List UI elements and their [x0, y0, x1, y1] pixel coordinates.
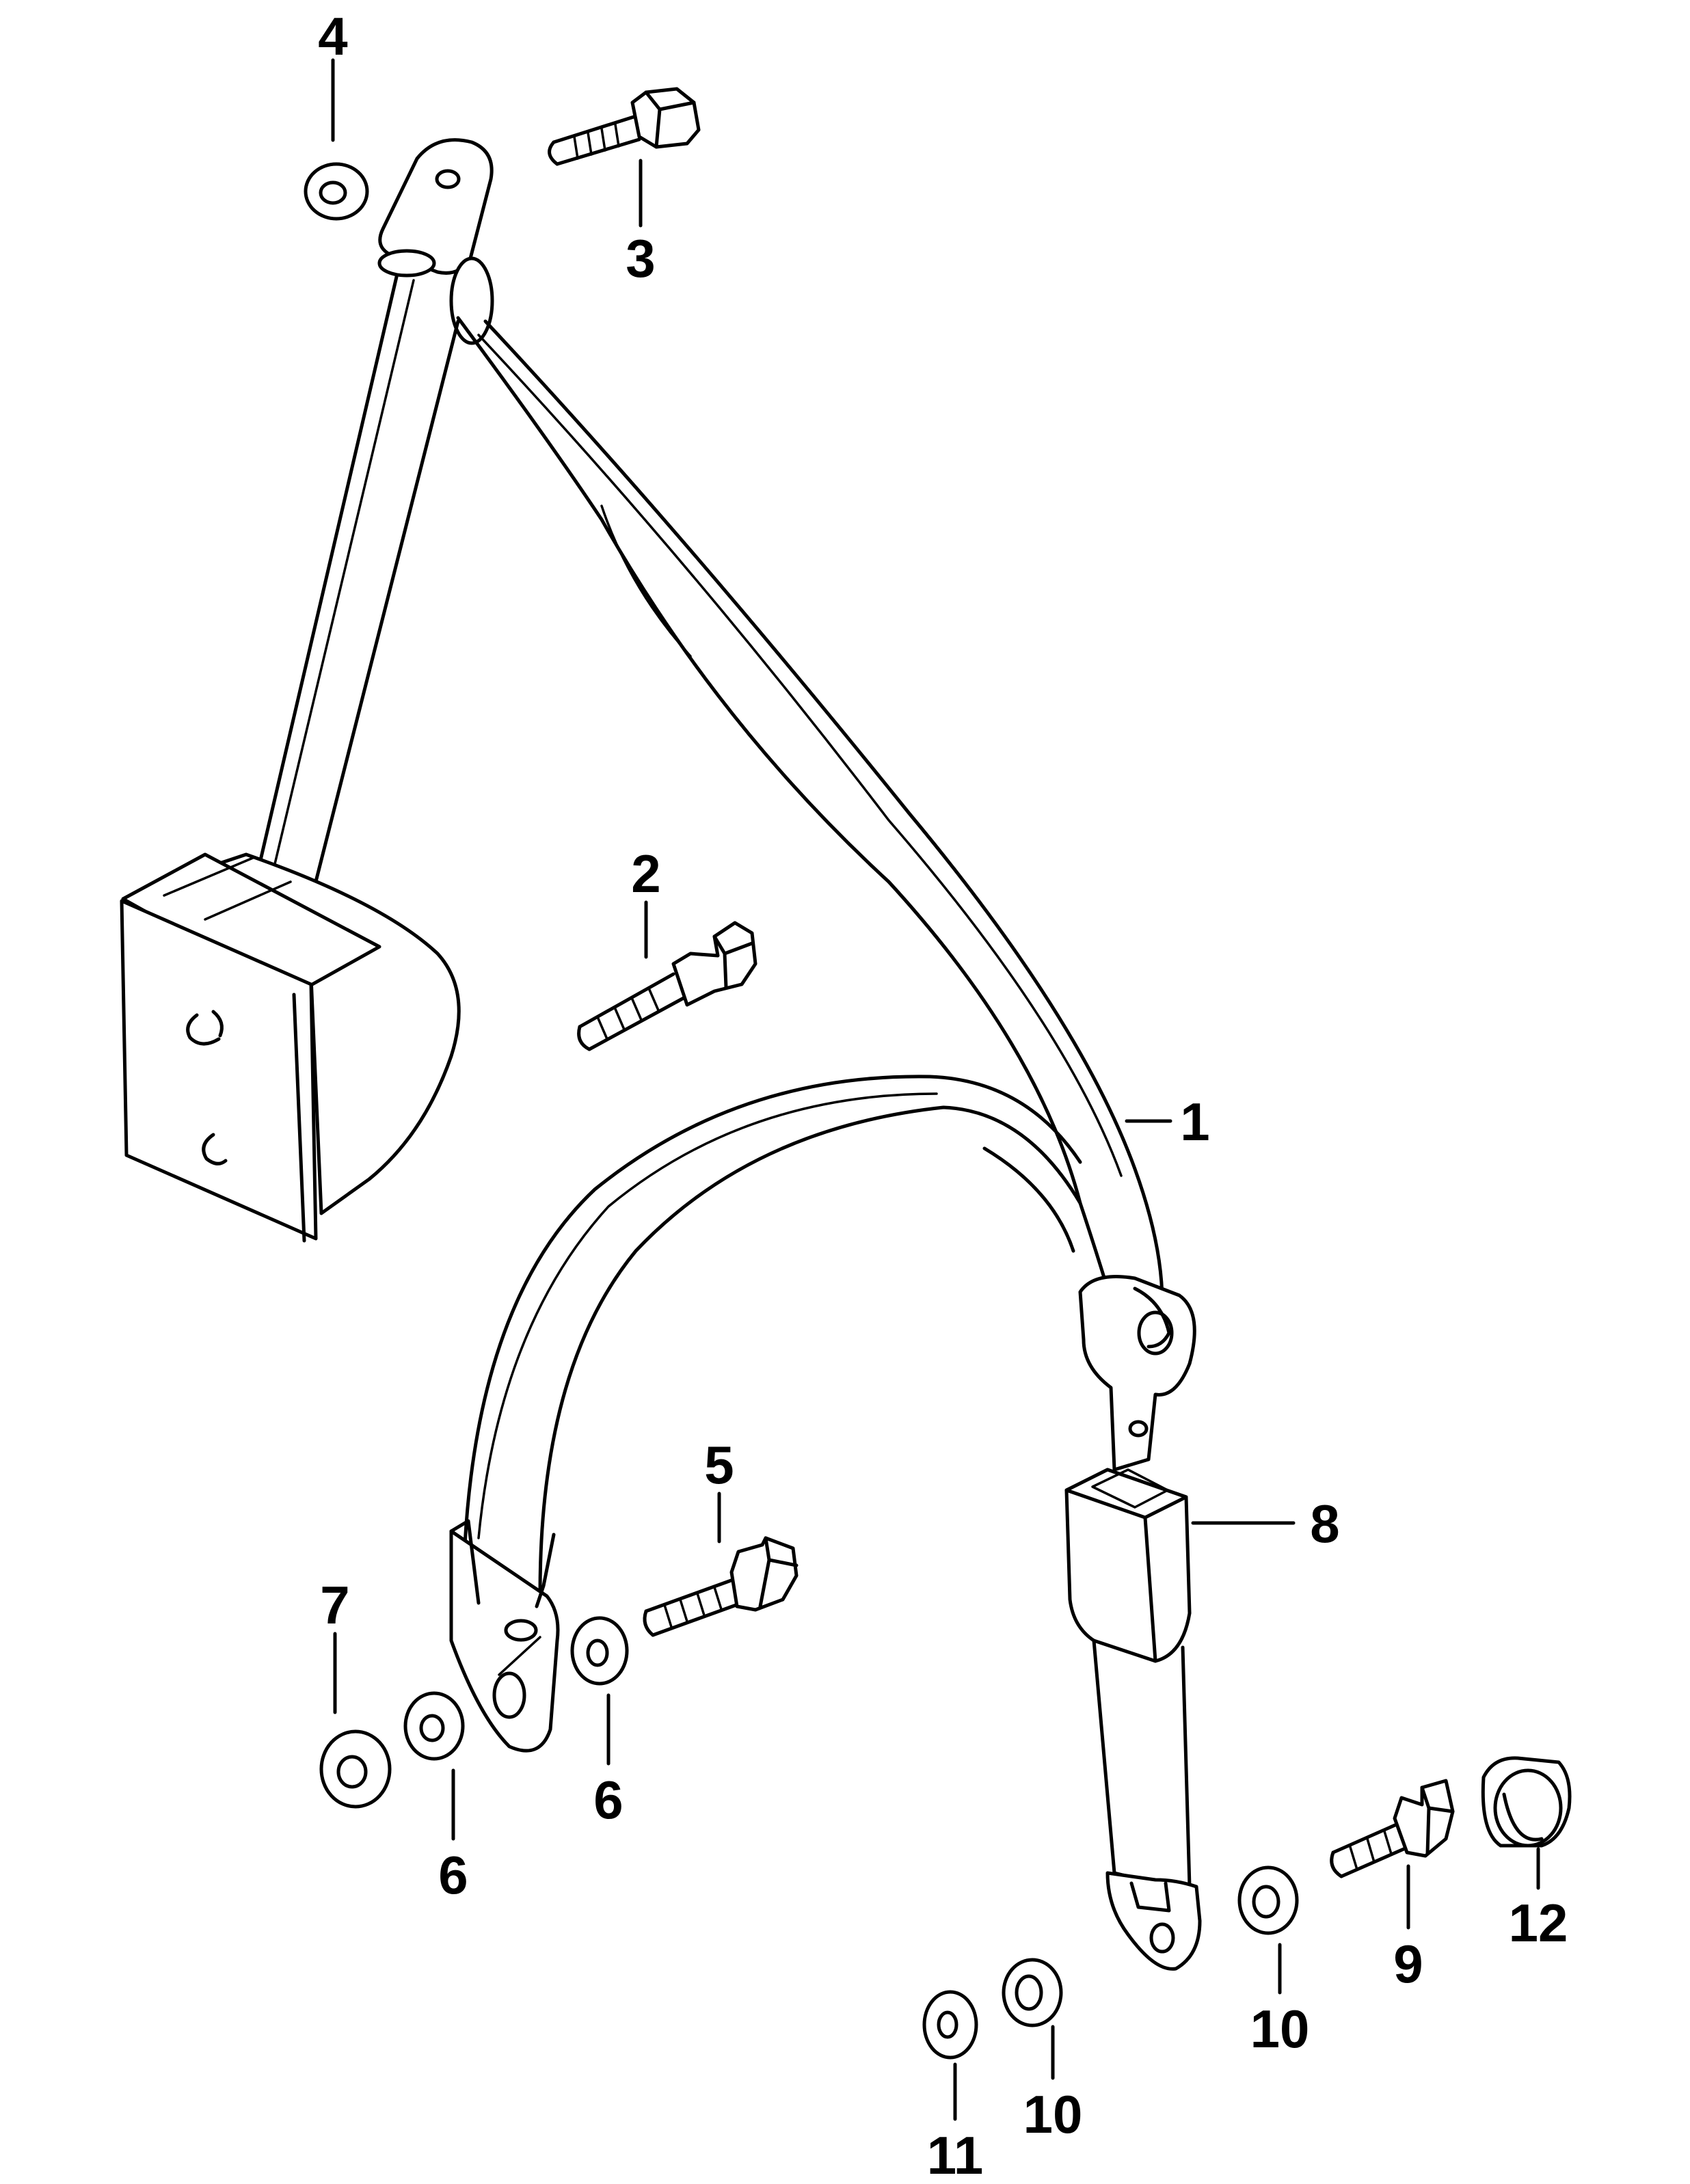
buckle-assembly: [1064, 1275, 1202, 1971]
bolt-2: [577, 921, 757, 1051]
spacer-sleeve-12: [1481, 1756, 1572, 1848]
washer-10a: [1237, 1865, 1299, 1935]
washer-4: [304, 162, 369, 221]
callout-7: 7: [320, 1575, 349, 1635]
washer-7: [319, 1729, 392, 1809]
lap-belt-anchor-plate: [449, 1519, 560, 1753]
washer-6a: [403, 1691, 465, 1761]
callout-12: 12: [1509, 1893, 1568, 1953]
callout-10b: 10: [1023, 2084, 1083, 2144]
bolt-5: [643, 1536, 799, 1637]
callout-1: 1: [1180, 1092, 1209, 1152]
callout-6a: 6: [438, 1845, 468, 1905]
callout-labels: 4 3 2 1 8 5 7 6 6 10 9 12 10 11: [318, 6, 1568, 2184]
diagonal-belt-webbing: [456, 316, 1164, 1304]
callout-4: 4: [318, 6, 347, 66]
bolt-3: [548, 87, 701, 166]
washer-11: [922, 1990, 978, 2060]
callout-11: 11: [927, 2125, 983, 2184]
lap-belt-arc: [463, 1075, 1082, 1595]
washer-6b: [570, 1616, 629, 1686]
retractor-housing: [120, 852, 461, 1243]
callout-10a: 10: [1250, 1999, 1310, 2059]
washer-10b: [1002, 1958, 1063, 2027]
upper-anchor-plate: [377, 138, 494, 345]
leader-lines: [331, 58, 1540, 2121]
callout-9: 9: [1393, 1934, 1423, 1994]
callout-5: 5: [704, 1435, 734, 1495]
callout-6b: 6: [593, 1770, 623, 1830]
callout-8: 8: [1310, 1494, 1339, 1554]
callout-2: 2: [631, 844, 660, 904]
callout-3: 3: [626, 228, 655, 288]
bolt-9: [1330, 1779, 1455, 1878]
